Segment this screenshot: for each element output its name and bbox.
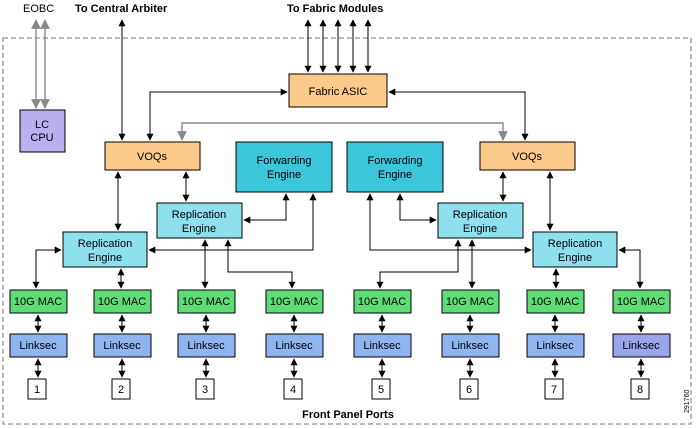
fabric-asic-block: Fabric ASIC [288, 73, 388, 108]
mac-1 [9, 289, 68, 314]
eobc-arrows [31, 19, 50, 109]
fabric-module-arrows [304, 19, 372, 73]
linksec-6 [441, 333, 500, 358]
svg-text:Linksec: Linksec [536, 340, 574, 352]
mac-6 [441, 289, 500, 314]
svg-text:LC: LC [35, 119, 49, 131]
voq-right-block: VOQs [479, 141, 576, 171]
svg-text:Engine: Engine [558, 252, 592, 264]
svg-text:Engine: Engine [463, 223, 497, 235]
svg-text:Engine: Engine [182, 223, 216, 235]
svg-text:CPU: CPU [30, 132, 53, 144]
linksec-7 [526, 333, 585, 358]
port-5 [371, 378, 391, 400]
port-4 [283, 378, 303, 400]
svg-text:Linksec: Linksec [622, 340, 660, 352]
linksec-4 [265, 333, 324, 358]
mac-2 [93, 289, 152, 314]
port-3 [195, 378, 215, 400]
linksec-8 [612, 333, 671, 358]
linksec-1 [9, 333, 68, 358]
svg-text:10G MAC: 10G MAC [446, 296, 494, 308]
replication-mac-links [32, 239, 644, 289]
svg-text:10G MAC: 10G MAC [531, 296, 579, 308]
svg-text:Engine: Engine [88, 252, 122, 264]
svg-text:Linksec: Linksec [103, 340, 141, 352]
port-7 [544, 378, 564, 400]
svg-text:10G MAC: 10G MAC [270, 296, 318, 308]
svg-text:Replication: Replication [172, 209, 226, 221]
replication-engine-3-block: Replication Engine [437, 202, 524, 239]
svg-text:Linksec: Linksec [187, 340, 225, 352]
svg-text:Replication: Replication [78, 238, 132, 250]
svg-text:Fabric ASIC: Fabric ASIC [309, 86, 368, 98]
svg-text:Linksec: Linksec [275, 340, 313, 352]
port-1 [27, 378, 47, 400]
svg-text:3: 3 [202, 384, 208, 396]
voq-replication-links [114, 171, 554, 231]
replication-engine-1-block: Replication Engine [62, 231, 148, 268]
svg-text:5: 5 [378, 384, 384, 396]
port-column-3: 10G MAC Linksec 3 [177, 289, 236, 400]
svg-text:Linksec: Linksec [363, 340, 401, 352]
svg-text:VOQs: VOQs [137, 151, 167, 163]
svg-text:1: 1 [34, 384, 40, 396]
svg-text:Replication: Replication [453, 209, 507, 221]
mac-5 [353, 289, 412, 314]
svg-text:Linksec: Linksec [451, 340, 489, 352]
mac-8 [612, 289, 671, 314]
svg-text:Engine: Engine [267, 169, 301, 181]
front-panel-label: Front Panel Ports [302, 409, 394, 421]
svg-text:Linksec: Linksec [19, 340, 57, 352]
svg-text:10G MAC: 10G MAC [182, 296, 230, 308]
linksec-2 [93, 333, 152, 358]
central-arbiter-label: To Central Arbiter [75, 3, 168, 15]
port-8 [630, 378, 650, 400]
svg-text:Forwarding: Forwarding [256, 155, 311, 167]
forwarding-engine-right-block: Forwarding Engine [346, 141, 444, 193]
port-column-8: 10G MAC Linksec 8 [612, 289, 671, 400]
mac-3 [177, 289, 236, 314]
svg-text:7: 7 [551, 384, 557, 396]
svg-text:Forwarding: Forwarding [367, 155, 422, 167]
eobc-label: EOBC [23, 3, 54, 15]
svg-text:2: 2 [118, 384, 124, 396]
svg-text:Replication: Replication [548, 238, 602, 250]
figure-id: 291760 [684, 390, 691, 413]
port-column-6: 10G MAC Linksec 6 [441, 289, 500, 400]
svg-text:10G MAC: 10G MAC [14, 296, 62, 308]
replication-engine-2-block: Replication Engine [156, 202, 243, 239]
linksec-3 [177, 333, 236, 358]
port-column-4: 10G MAC Linksec 4 [265, 289, 324, 400]
port-2 [111, 378, 131, 400]
voq-link-gray [177, 122, 508, 141]
voq-left-block: VOQs [104, 141, 201, 171]
fabric-modules-label: To Fabric Modules [287, 3, 383, 15]
port-column-1: 10G MAC Linksec 1 [9, 289, 68, 400]
replication-engine-4-block: Replication Engine [532, 231, 618, 268]
port-column-5: 10G MAC Linksec 5 [353, 289, 412, 400]
svg-text:8: 8 [637, 384, 643, 396]
fabric-to-voq-left [146, 88, 288, 141]
svg-text:Engine: Engine [378, 169, 412, 181]
svg-text:10G MAC: 10G MAC [617, 296, 665, 308]
linksec-5 [353, 333, 412, 358]
port-column-2: 10G MAC Linksec 2 [93, 289, 152, 400]
mac-4 [265, 289, 324, 314]
lc-cpu-block: LC CPU [19, 109, 66, 153]
svg-text:6: 6 [466, 384, 472, 396]
port-column-7: 10G MAC Linksec 7 [526, 289, 585, 400]
svg-text:10G MAC: 10G MAC [98, 296, 146, 308]
svg-text:4: 4 [290, 384, 296, 396]
module-boundary [2, 37, 692, 425]
forwarding-engine-left-block: Forwarding Engine [235, 141, 333, 193]
svg-text:10G MAC: 10G MAC [358, 296, 406, 308]
fabric-to-voq-right [388, 88, 529, 141]
port-6 [459, 378, 479, 400]
svg-text:VOQs: VOQs [512, 151, 542, 163]
mac-7 [526, 289, 585, 314]
